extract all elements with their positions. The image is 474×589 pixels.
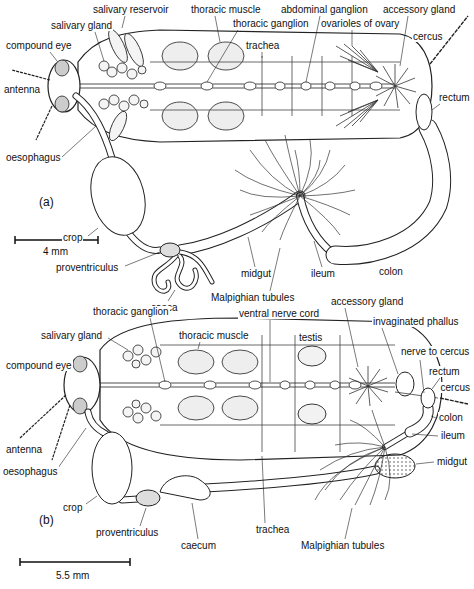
part-label: proventriculus bbox=[95, 527, 159, 538]
part-label: salivary reservoir bbox=[92, 4, 170, 15]
malpighian-tubules-a bbox=[235, 135, 355, 240]
scale-bar-b bbox=[20, 558, 130, 566]
part-label: antenna bbox=[5, 444, 43, 455]
part-label: Malpighian tubules bbox=[210, 292, 295, 303]
eyes-a bbox=[55, 60, 69, 112]
nerve-cord-b bbox=[100, 381, 395, 389]
part-label: ileum bbox=[440, 430, 466, 441]
thoracic-muscles-a bbox=[162, 42, 244, 130]
part-label: crop bbox=[62, 232, 83, 243]
part-label: trachea bbox=[245, 40, 280, 51]
scale-label: 5.5 mm bbox=[55, 570, 90, 581]
part-label: midgut bbox=[436, 456, 468, 467]
part-label: nerve to cercus bbox=[400, 346, 470, 357]
body-outline-a bbox=[48, 30, 432, 142]
part-label: crop bbox=[62, 502, 83, 513]
part-label: Malpighian tubules bbox=[300, 540, 385, 551]
antennae-a bbox=[12, 70, 52, 140]
scale-bar-a bbox=[15, 236, 98, 244]
part-label: antenna bbox=[3, 84, 41, 95]
part-label: thoracic ganglion bbox=[232, 18, 310, 29]
gut-b bbox=[88, 408, 428, 500]
accessory-gland-a bbox=[376, 64, 416, 108]
part-label: accessory gland bbox=[330, 296, 404, 307]
part-label: ventral nerve cord bbox=[238, 308, 320, 319]
part-label: rectum bbox=[428, 366, 461, 377]
thoracic-muscles-b bbox=[178, 350, 258, 420]
part-label: thoracic ganglion bbox=[92, 306, 170, 317]
panel-letter: (a) bbox=[38, 196, 55, 209]
leader-lines-b bbox=[58, 308, 440, 539]
part-label: thoracic muscle bbox=[178, 330, 249, 341]
part-label: proventriculus bbox=[55, 262, 119, 273]
trachea-a bbox=[150, 56, 400, 116]
part-label: cercus bbox=[412, 31, 443, 42]
part-label: ovarioles of ovary bbox=[320, 18, 400, 29]
part-label: rectum bbox=[438, 92, 471, 103]
part-label: salivary gland bbox=[50, 20, 113, 31]
part-label: oesophagus bbox=[2, 466, 59, 477]
leader-lines-a bbox=[50, 16, 440, 301]
part-label: ileum bbox=[310, 268, 336, 279]
panel-letter: (b) bbox=[38, 514, 55, 527]
part-label: colon bbox=[378, 266, 404, 277]
salivary-a bbox=[99, 27, 148, 143]
gut-a bbox=[76, 96, 442, 291]
part-label: compound eye bbox=[5, 40, 73, 51]
part-label: abdominal ganglion bbox=[280, 4, 369, 15]
part-label: midgut bbox=[240, 268, 272, 279]
ovaries-a bbox=[336, 44, 378, 128]
part-label: colon bbox=[438, 412, 464, 423]
part-label: compound eye bbox=[5, 360, 73, 371]
part-label: invaginated phallus bbox=[372, 316, 460, 327]
part-label: trachea bbox=[255, 524, 290, 535]
nerve-cord-a bbox=[80, 82, 395, 90]
trachea-b bbox=[160, 335, 395, 452]
scale-label: 4 mm bbox=[42, 246, 69, 257]
testes-b bbox=[298, 346, 326, 424]
part-label: testis bbox=[298, 332, 323, 343]
accessory-gland-b bbox=[349, 366, 388, 406]
part-label: accessory gland bbox=[382, 4, 456, 15]
part-label: cercus bbox=[440, 382, 471, 393]
eyes-b bbox=[73, 356, 87, 414]
part-label: oesophagus bbox=[5, 152, 62, 163]
salivary-b bbox=[123, 345, 161, 423]
organs-a bbox=[83, 94, 432, 257]
part-label: caecum bbox=[180, 540, 217, 551]
part-label: thoracic muscle bbox=[190, 4, 261, 15]
malpighian-tubules-b bbox=[315, 410, 390, 505]
part-label: salivary gland bbox=[40, 330, 103, 341]
